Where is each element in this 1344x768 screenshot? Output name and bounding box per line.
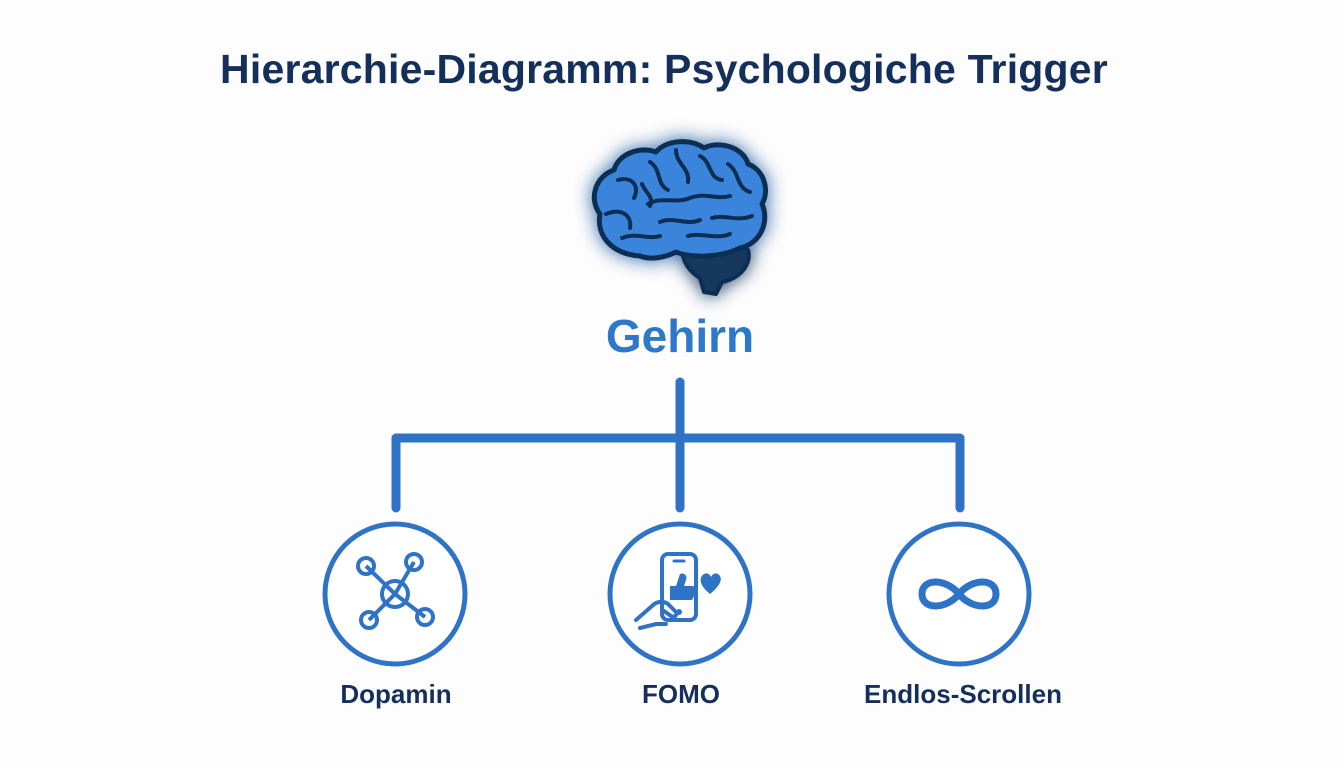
phone-like-heart-icon (634, 552, 721, 630)
infinity-icon (918, 578, 1000, 610)
molecule-network-icon (356, 552, 435, 630)
child-node-dopamin (322, 521, 468, 667)
child-label-endlos-scrollen: Endlos-Scrollen (864, 679, 1062, 709)
child-label-dopamin: Dopamin (340, 679, 452, 709)
root-label: Gehirn (605, 310, 755, 362)
child-node-fomo (607, 521, 753, 667)
brain-icon (591, 139, 768, 296)
connector-lines (391, 377, 965, 513)
child-node-endlos-scrollen (886, 521, 1032, 667)
child-label-fomo: FOMO (642, 679, 720, 709)
diagram-title: Hierarchie-Diagramm: Psychologiche Trigg… (220, 46, 1108, 92)
